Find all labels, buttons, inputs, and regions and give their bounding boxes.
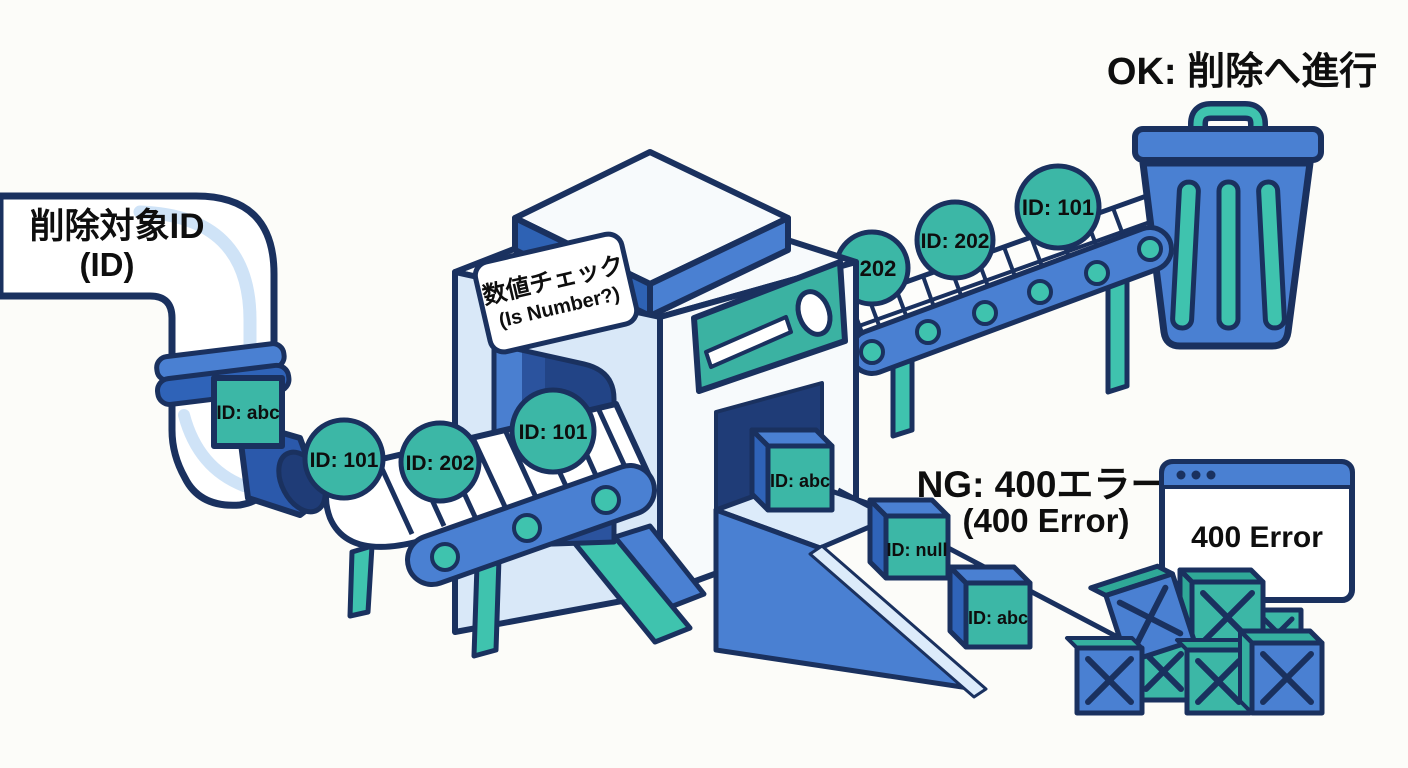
- pipe-highlight: [178, 409, 250, 492]
- rejected-crate: [1237, 628, 1325, 716]
- outbound-item-circle: [914, 199, 996, 281]
- outbound-item-circle: [1014, 163, 1102, 251]
- rejected-cube-label: ID: null: [887, 540, 948, 560]
- error-window-message: 400 Error: [1191, 521, 1323, 554]
- rejected-cube: ID: abc: [947, 564, 1033, 650]
- inbound-conveyor-leg: [347, 543, 375, 619]
- belt-line: [858, 216, 1162, 328]
- rejected-cubes: ID: abc ID: null ID: abc: [749, 427, 1033, 650]
- rejected-cube: ID: abc: [749, 427, 835, 513]
- pipe-cube: [211, 375, 285, 449]
- outbound-item-label: ID: 202: [921, 230, 990, 253]
- rejected-cube-label: ID: abc: [770, 471, 830, 491]
- inbound-items: ID: 101 ID: 202 ID: 101: [302, 387, 597, 504]
- outbound-items: 202 ID: 202 ID: 101: [833, 163, 1102, 307]
- inbound-item-label: ID: 202: [406, 452, 475, 475]
- pipe-cube-label: ID: abc: [216, 403, 280, 424]
- input-pipe-label-line1: 削除対象ID: [29, 207, 204, 246]
- trash-lid: [1132, 126, 1324, 163]
- inbound-item-label: ID: 101: [310, 449, 379, 472]
- outbound-item-label: 202: [860, 256, 897, 281]
- validation-machine: 数値チェック (Is Number?): [452, 149, 859, 645]
- inbound-item-circle: [509, 387, 597, 475]
- rejected-crate: [1065, 636, 1145, 716]
- machine-control-panel: [691, 259, 848, 394]
- rejected-cube: ID: null: [867, 497, 951, 581]
- trash-handle: [1193, 106, 1263, 133]
- input-pipe-label-line2: (ID): [80, 246, 135, 283]
- pipe-highlight: [133, 205, 257, 363]
- panel-button: [795, 289, 833, 337]
- reject-slide-edge: [808, 544, 988, 699]
- rejected-cube-label: ID: abc: [968, 608, 1028, 628]
- inbound-item-circle: [302, 417, 386, 501]
- trash-can-icon: [1132, 101, 1324, 350]
- trash-stripe: [1256, 179, 1287, 331]
- inbound-conveyor-leg: [471, 555, 502, 659]
- rejected-pile: [1065, 563, 1325, 716]
- machine-sign: 数値チェック (Is Number?): [472, 231, 640, 355]
- outbound-item-label: ID: 101: [1022, 195, 1094, 220]
- inbound-item-label: ID: 101: [519, 421, 588, 444]
- outbound-conveyor-rail: [848, 225, 1174, 376]
- inbound-conveyor: [323, 401, 657, 659]
- error-window-titlebar: [1160, 460, 1354, 489]
- trash-stripe: [1216, 179, 1241, 331]
- inbound-rollers: [430, 485, 621, 572]
- ng-path-label-line2: (400 Error): [963, 502, 1130, 539]
- input-pipe: 削除対象ID (ID) ID: abc: [0, 192, 328, 518]
- panel-slot: [704, 315, 793, 369]
- pipe-body: [0, 192, 278, 509]
- trash-stripe: [1170, 179, 1201, 331]
- window-dots-icon: [1176, 470, 1216, 480]
- inbound-item-circle: [398, 420, 482, 504]
- reject-ramp: [713, 477, 988, 699]
- ok-path-label: OK: 削除へ進行: [1107, 50, 1377, 93]
- ng-path-label-line1: NG: 400エラー: [917, 464, 1168, 505]
- outbound-rollers: [859, 236, 1163, 365]
